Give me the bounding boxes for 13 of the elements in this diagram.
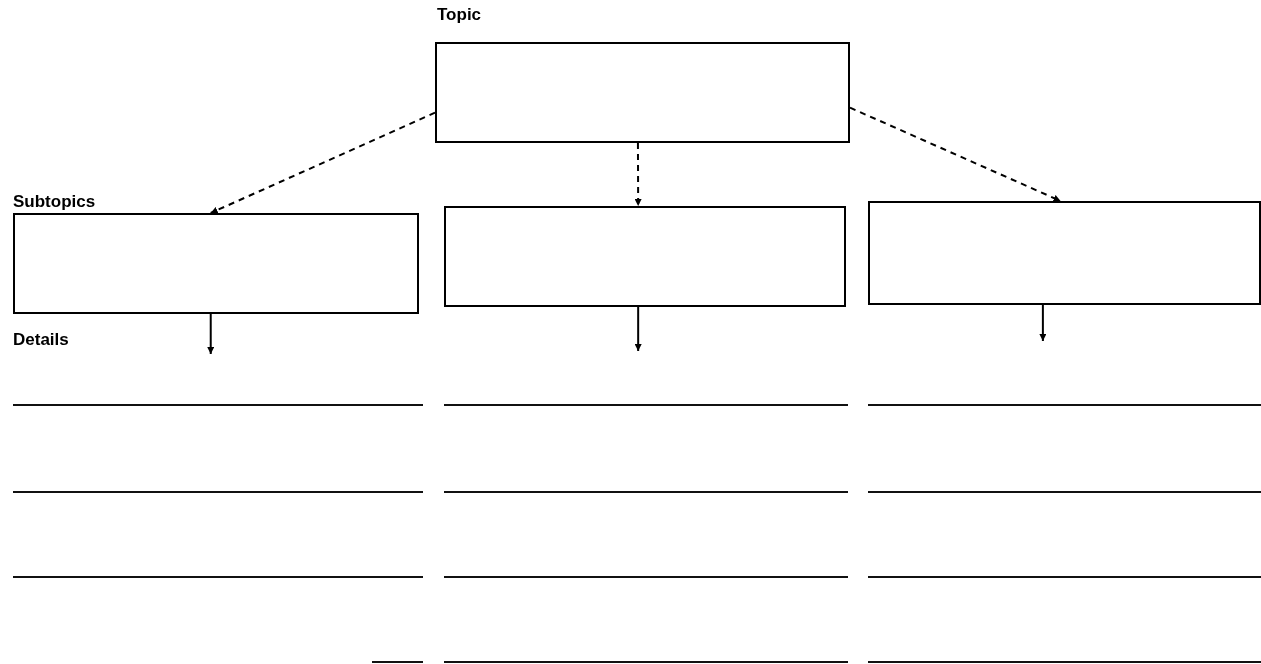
heading-label: Topic bbox=[437, 6, 482, 23]
text-box bbox=[13, 213, 419, 314]
dashed-arrow bbox=[634, 142, 642, 207]
dashed-arrow bbox=[849, 106, 1062, 202]
text-box bbox=[868, 201, 1261, 305]
arrow bbox=[1039, 304, 1047, 342]
text-box bbox=[444, 206, 846, 307]
heading-label: Subtopics bbox=[13, 193, 96, 210]
text-box bbox=[435, 42, 850, 143]
arrow bbox=[207, 313, 215, 355]
arrow bbox=[634, 306, 642, 352]
dashed-arrow bbox=[209, 111, 436, 214]
section-label: Details bbox=[13, 331, 69, 348]
